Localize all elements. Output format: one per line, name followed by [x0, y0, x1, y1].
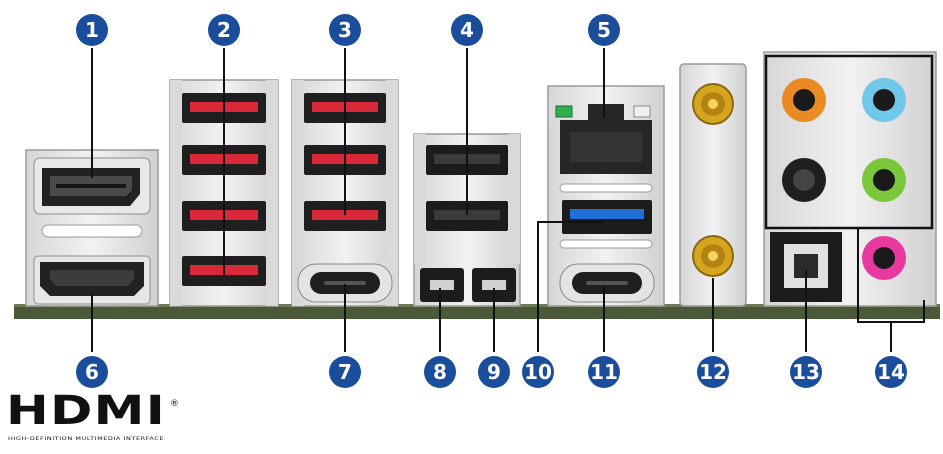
callout-6: 6 [76, 356, 108, 388]
callout-11: 11 [588, 356, 620, 388]
antenna-connector-icon[interactable] [692, 235, 734, 277]
audio-jack-icon[interactable] [862, 78, 906, 122]
lan-usb-block [547, 85, 665, 307]
svg-text:HDMI: HDMI [6, 388, 166, 434]
callout-1: 1 [76, 14, 108, 46]
audio-jack-icon[interactable] [862, 236, 906, 280]
hdmi-logo: HDMI ® HIGH-DEFINITION MULTIMEDIA INTERF… [6, 388, 179, 442]
button-icon[interactable] [420, 268, 464, 302]
svg-text:3: 3 [338, 18, 352, 42]
svg-text:4: 4 [460, 18, 474, 42]
svg-text:7: 7 [338, 360, 352, 384]
antenna-block [679, 63, 747, 307]
hdmi-port-icon[interactable] [33, 255, 151, 305]
audio-block [763, 51, 937, 307]
svg-text:10: 10 [524, 360, 552, 384]
callout-5: 5 [588, 14, 620, 46]
usb-c-port-icon[interactable] [297, 263, 393, 303]
audio-jack-icon[interactable] [782, 78, 826, 122]
audio-jack-icon[interactable] [862, 158, 906, 202]
svg-text:11: 11 [590, 360, 618, 384]
svg-text:HIGH-DEFINITION MULTIMEDIA INT: HIGH-DEFINITION MULTIMEDIA INTERFACE [8, 436, 164, 442]
callout-14: 14 [875, 356, 907, 388]
callout-4: 4 [451, 14, 483, 46]
svg-text:2: 2 [217, 18, 231, 42]
ridge [41, 224, 143, 238]
callout-9: 9 [478, 356, 510, 388]
svg-text:9: 9 [487, 360, 501, 384]
rj45-port-icon[interactable] [560, 104, 652, 174]
svg-text:8: 8 [433, 360, 447, 384]
svg-text:1: 1 [85, 18, 99, 42]
usb-a-port-icon[interactable] [562, 200, 652, 234]
board-strip [14, 304, 940, 319]
audio-jacks-frame [764, 54, 934, 230]
leader-lines [91, 48, 925, 352]
display-port-icon[interactable] [42, 168, 140, 206]
callout-8: 8 [424, 356, 456, 388]
callout-10: 10 [522, 356, 554, 388]
svg-text:®: ® [170, 399, 179, 409]
svg-text:13: 13 [792, 360, 820, 384]
button-icon[interactable] [472, 268, 516, 302]
callout-7: 7 [329, 356, 361, 388]
usb-c-port-icon[interactable] [559, 263, 655, 303]
callout-2: 2 [208, 14, 240, 46]
audio-jack-icon[interactable] [782, 158, 826, 202]
svg-text:14: 14 [877, 360, 905, 384]
callout-3: 3 [329, 14, 361, 46]
display-hdmi-block [25, 149, 159, 307]
callout-12: 12 [697, 356, 729, 388]
antenna-connector-icon[interactable] [692, 83, 734, 125]
svg-text:6: 6 [85, 360, 99, 384]
svg-text:12: 12 [699, 360, 727, 384]
callout-13: 13 [790, 356, 822, 388]
svg-text:5: 5 [597, 18, 611, 42]
